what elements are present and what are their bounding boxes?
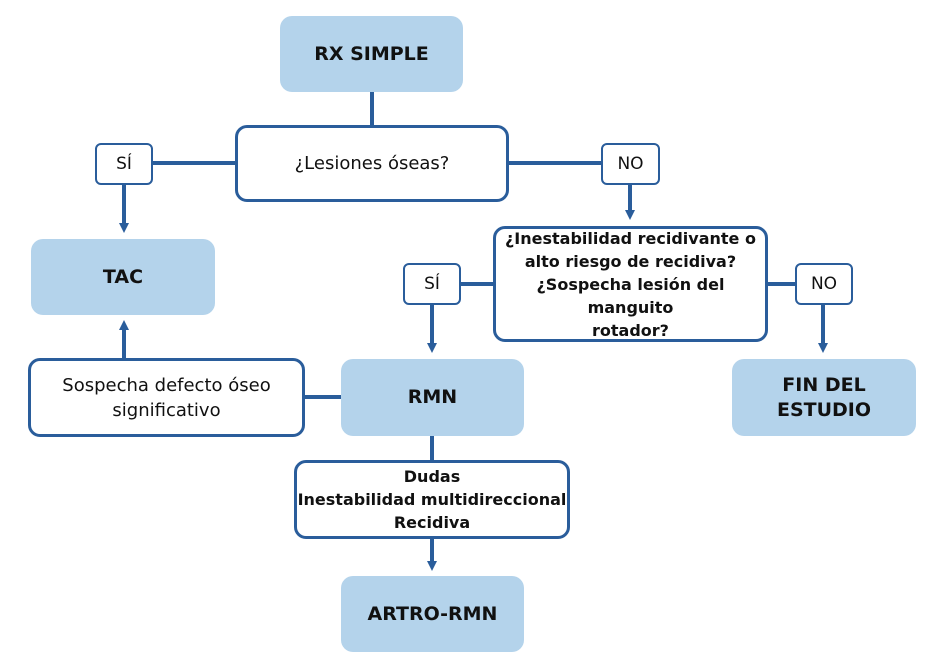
tac-node: TAC [31, 239, 215, 315]
si-label-2: SÍ [403, 263, 461, 305]
inestabilidad-line-4: rotador? [592, 320, 669, 340]
rx-simple-label: RX SIMPLE [314, 42, 429, 65]
sospecha-line-1: Sospecha defecto óseo [62, 374, 271, 396]
lesiones-oseas-decision: ¿Lesiones óseas? [235, 125, 509, 202]
no-label-1: NO [601, 143, 660, 185]
si-label-1: SÍ [95, 143, 153, 185]
rx-simple-node: RX SIMPLE [280, 16, 463, 92]
artro-rmn-node: ARTRO-RMN [341, 576, 524, 652]
dudas-line-1: Dudas [403, 467, 461, 486]
lesiones-oseas-label: ¿Lesiones óseas? [294, 153, 450, 174]
fin-del-estudio-node: FIN DEL ESTUDIO [732, 359, 916, 436]
dudas-node: Dudas Inestabilidad multidireccional Rec… [294, 460, 570, 539]
rmn-label: RMN [407, 386, 458, 408]
rmn-node: RMN [341, 359, 524, 436]
sospecha-line-2: significativo [112, 399, 221, 421]
inestabilidad-decision: ¿Inestabilidad recidivante o alto riesgo… [493, 226, 768, 342]
no-label-2: NO [795, 263, 853, 305]
artro-rmn-label: ARTRO-RMN [367, 602, 498, 625]
fin-line-1: FIN DEL [782, 373, 866, 396]
tac-label: TAC [102, 265, 144, 288]
sospecha-defecto-node: Sospecha defecto óseo significativo [28, 358, 305, 437]
dudas-line-2: Inestabilidad multidireccional [297, 490, 567, 509]
inestabilidad-line-1: ¿Inestabilidad recidivante o [505, 228, 756, 248]
dudas-line-3: Recidiva [393, 513, 471, 532]
fin-line-2: ESTUDIO [776, 398, 872, 421]
inestabilidad-line-3: ¿Sospecha lesión del manguito [536, 274, 725, 317]
inestabilidad-line-2: alto riesgo de recidiva? [524, 251, 737, 271]
